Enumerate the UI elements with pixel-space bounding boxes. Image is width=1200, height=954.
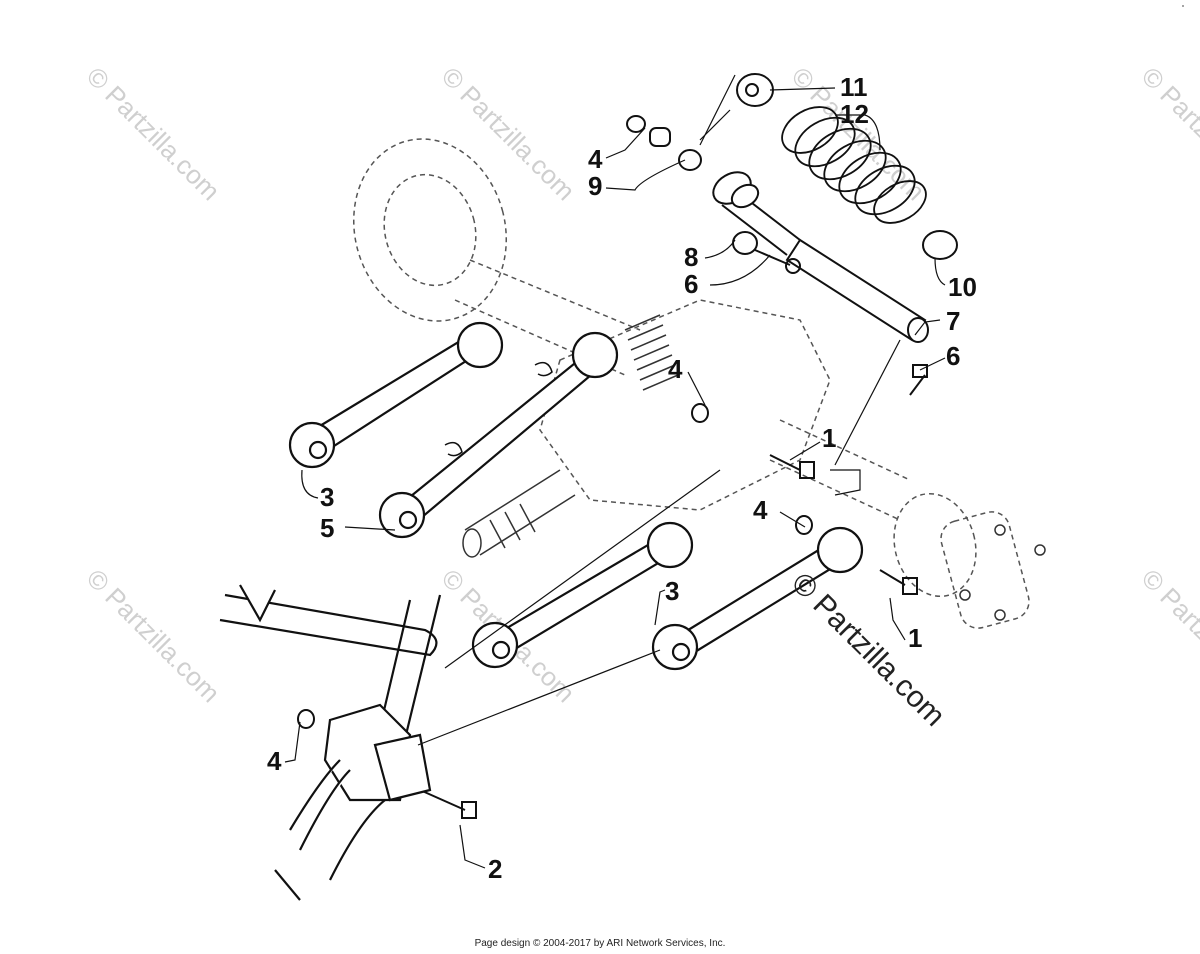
watermark-main: © Partzilla.com <box>785 567 951 733</box>
callout-4: 4 <box>668 354 683 384</box>
bolts <box>419 249 928 819</box>
callout-12: 12 <box>840 99 869 129</box>
callout-6: 6 <box>684 269 698 299</box>
shock-absorber <box>712 171 929 343</box>
axle-housing <box>352 138 1030 629</box>
callout-3: 3 <box>320 482 334 512</box>
footer-copyright: Page design © 2004-2017 by ARI Network S… <box>474 938 726 949</box>
washers <box>297 403 813 729</box>
callout-6: 6 <box>946 341 960 371</box>
callout-labels: 11 12 4 9 8 6 10 7 6 4 1 4 3 5 3 1 4 2 <box>267 72 977 884</box>
control-arms <box>288 321 864 671</box>
callout-4: 4 <box>588 144 603 174</box>
cotter-pins <box>444 361 553 457</box>
frame <box>219 584 442 901</box>
callout-9: 9 <box>588 171 602 201</box>
watermark-tile: © Partzilla.com <box>1136 61 1200 206</box>
watermark-tile: © Partzilla.com <box>1136 563 1200 708</box>
small-spring <box>624 314 679 391</box>
corner-dot <box>1182 5 1184 7</box>
callout-11: 11 <box>840 72 868 102</box>
callout-5: 5 <box>320 513 334 543</box>
callout-1: 1 <box>908 623 922 653</box>
watermark-tile: © Partzilla.com <box>81 563 226 708</box>
callout-3: 3 <box>665 576 679 606</box>
callout-7: 7 <box>946 306 960 336</box>
callout-2: 2 <box>488 854 502 884</box>
spring-seats <box>626 73 958 260</box>
watermark-tile: © Partzilla.com <box>436 61 581 206</box>
callout-10: 10 <box>948 272 977 302</box>
callout-1: 1 <box>822 423 836 453</box>
coil-spring <box>781 106 927 224</box>
callout-4: 4 <box>267 746 282 776</box>
callout-4: 4 <box>753 495 768 525</box>
watermark-tile: © Partzilla.com <box>81 61 226 206</box>
leader-lines <box>284 74 946 869</box>
axle-housing-solid <box>462 469 1046 621</box>
callout-8: 8 <box>684 242 698 272</box>
